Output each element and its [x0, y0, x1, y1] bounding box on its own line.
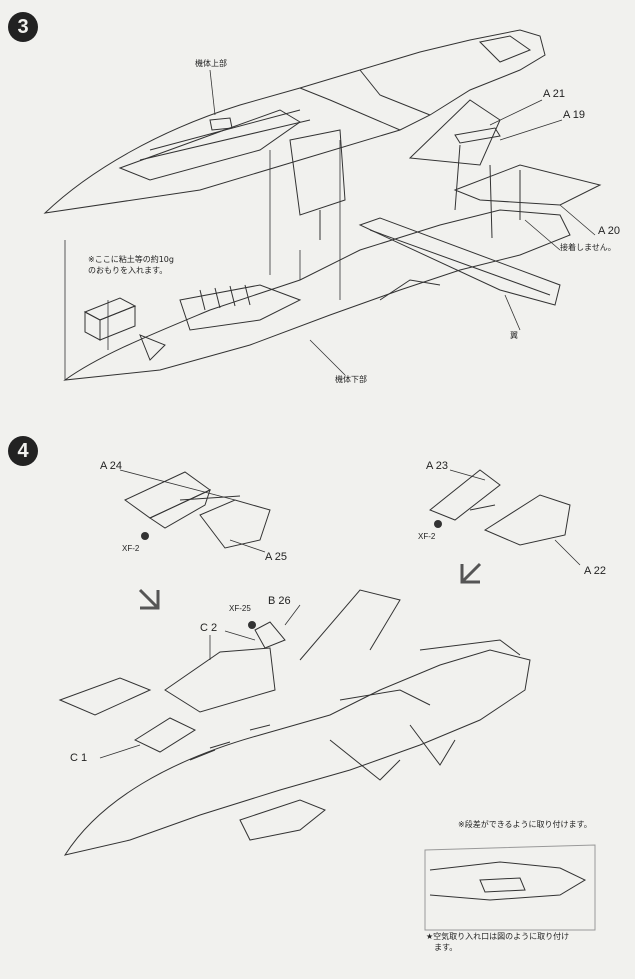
step3-leader-lines — [64, 69, 596, 380]
label-upper-fuselage: 機体上部 — [195, 59, 227, 68]
label-lower-fuselage: 機体下部 — [335, 375, 367, 384]
note-intake-line2: ます。 — [434, 943, 458, 952]
step4-canopies — [58, 621, 286, 753]
label-part-a20: A 20 — [598, 225, 621, 237]
label-part-a22: A 22 — [584, 565, 607, 577]
step4-paint-dots — [141, 520, 442, 629]
label-part-a24: A 24 — [100, 460, 123, 472]
note-weight: ※ここに粘土等の約10g のおもりを入れます。 — [88, 254, 174, 276]
label-part-a25: A 25 — [265, 551, 288, 563]
step3-ballast-block — [83, 297, 137, 341]
step3-vertical-parts — [289, 129, 346, 240]
label-part-a23: A 23 — [426, 460, 449, 472]
label-part-c2: C 2 — [200, 622, 218, 634]
step-number-3: 3 — [8, 12, 38, 42]
label-paint-xf25: XF-25 — [229, 604, 251, 613]
label-part-a19: A 19 — [563, 109, 586, 121]
note-intake: ★空気取り入れ口は図のように取り付け ます。 — [426, 931, 569, 953]
label-paint-xf2-right: XF-2 — [418, 532, 436, 541]
step-number-4: 4 — [8, 436, 38, 466]
step4-intake-right — [429, 469, 571, 546]
label-wing: 翼 — [510, 331, 518, 340]
step4-inset — [424, 844, 596, 931]
note-step-alignment: ※段差ができるように取り付けます。 — [458, 820, 592, 829]
label-part-b26: B 26 — [268, 595, 291, 607]
label-paint-xf2-left: XF-2 — [122, 544, 140, 553]
note-weight-line2: のおもりを入れます。 — [88, 266, 168, 275]
step3-upper-fuselage — [43, 29, 546, 214]
step3-wing — [358, 217, 561, 306]
step4-arrows — [138, 562, 482, 610]
step3-lower-fuselage — [63, 209, 571, 381]
step4-fuselage — [63, 589, 531, 856]
label-part-c1: C 1 — [70, 752, 88, 764]
note-intake-line1: ★空気取り入れ口は図のように取り付け — [426, 932, 570, 941]
note-weight-line1: ※ここに粘土等の約10g — [88, 255, 174, 264]
step4-leader-lines — [99, 469, 581, 759]
label-no-glue: 接着しません。 — [560, 243, 616, 252]
label-part-a21: A 21 — [543, 88, 566, 100]
